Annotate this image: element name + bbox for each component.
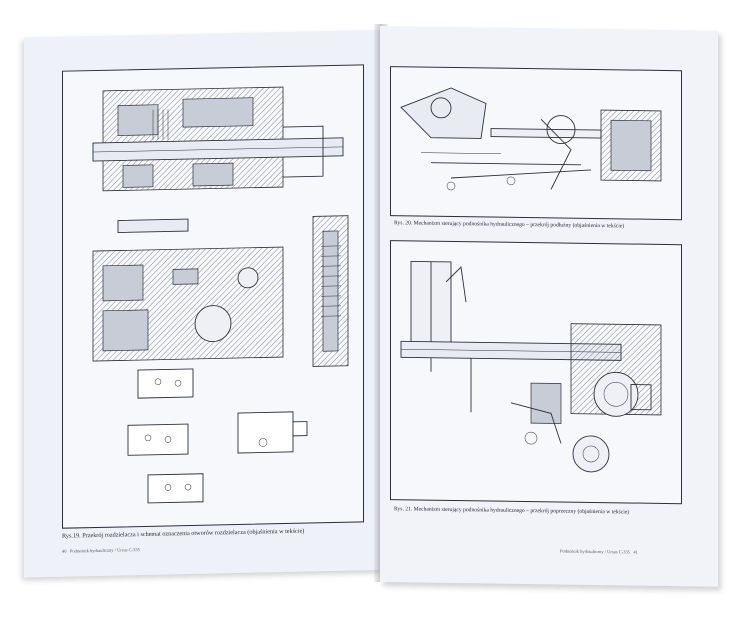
figure-19-frame	[62, 64, 364, 529]
left-page-number: 40	[62, 548, 67, 554]
figure-20-caption: Rys. 20. Mechanizm sterujący podnośnika …	[394, 220, 625, 230]
right-page: Rys. 20. Mechanizm sterujący podnośnika …	[380, 26, 718, 587]
figure-19-caption: Rys.19. Przekrój rozdzielacza i schemat …	[62, 527, 305, 540]
left-footer-title: Podnośnik hydrauliczny / Ursus C-335	[69, 547, 140, 554]
figure-19-drawing	[92, 86, 349, 504]
left-page: Rys.19. Przekrój rozdzielacza i schemat …	[24, 30, 382, 578]
cross-section-view	[400, 260, 662, 473]
left-page-footer: 40 Podnośnik hydrauliczny / Ursus C-335	[62, 547, 140, 554]
right-page-footer: Podnośnik hydrauliczny / Ursus C-335 41	[560, 549, 638, 555]
port-schematics	[127, 368, 308, 504]
figure-20-drawing	[400, 87, 662, 191]
section-c-c-view	[312, 215, 349, 367]
figure-21-frame	[390, 240, 682, 505]
longitudinal-section-view	[400, 87, 662, 191]
right-page-number: 41	[633, 549, 638, 555]
section-a-a-view	[92, 86, 344, 192]
figure-21-caption: Rys. 21. Mechanizm sterujący podnośnika …	[394, 506, 630, 516]
section-b-b-view	[92, 218, 284, 362]
right-footer-title: Podnośnik hydrauliczny / Ursus C-335	[560, 548, 630, 555]
figure-20-frame	[390, 66, 682, 221]
figure-21-drawing	[400, 260, 662, 473]
